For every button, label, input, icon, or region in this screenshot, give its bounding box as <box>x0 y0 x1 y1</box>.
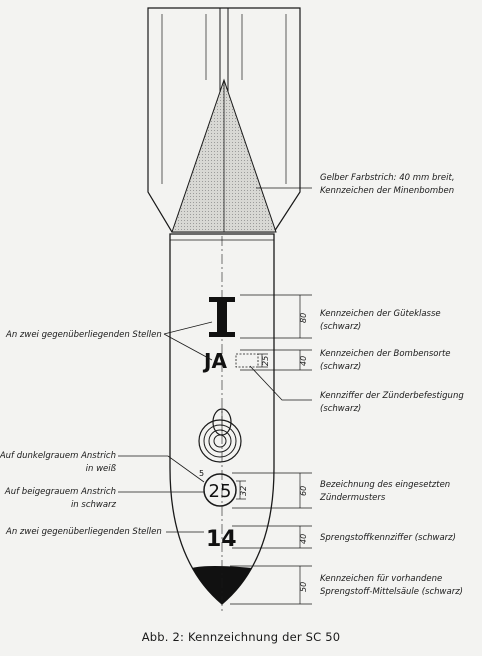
dimension-labels: 80 40 25 60 32 40 50 <box>239 313 308 592</box>
yellow-stripe-marking <box>171 78 277 233</box>
fuze-fixing-box <box>235 353 259 368</box>
fuze-model-number: 25 <box>209 481 232 502</box>
dim-25: 25 <box>261 356 270 366</box>
label-quality-line2: (schwarz) <box>320 322 362 332</box>
label-column-line2: Sprengstoff-Mittelsäule (schwarz) <box>320 587 463 597</box>
dim-40-upper: 40 <box>299 356 308 366</box>
label-beige-line2: in schwarz <box>70 500 116 510</box>
label-fuzemodel-line2: Zündermusters <box>320 493 386 503</box>
label-fuzefix-line2: (schwarz) <box>320 404 362 414</box>
dim-60: 60 <box>299 486 308 496</box>
label-fuzemodel-line1: Bezeichnung des eingesetzten <box>320 480 451 490</box>
label-opposite-upper: An zwei gegenüberliegenden Stellen <box>6 330 162 340</box>
label-bombtype-line1: Kennzeichen der Bombensorte <box>320 349 451 359</box>
label-explosive: Sprengstoffkennziffer (schwarz) <box>320 533 456 543</box>
label-yellow-stripe-line2: Kennzeichen der Minenbomben <box>320 186 455 196</box>
quality-class-symbol <box>209 297 235 337</box>
fuze-model-circle <box>203 473 237 507</box>
dimension-lines <box>230 294 312 605</box>
label-darkgrey-line1: Auf dunkelgrauem Anstrich <box>0 451 116 461</box>
dim-80: 80 <box>299 313 308 323</box>
leader-lines <box>118 187 312 533</box>
label-fuzefix-line1: Kennziffer der Zünderbefestigung <box>320 391 464 401</box>
figure-caption: Abb. 2: Kennzeichnung der SC 50 <box>141 630 341 644</box>
dim-40-lower: 40 <box>299 534 308 544</box>
label-yellow-stripe-line1: Gelber Farbstrich: 40 mm breit, <box>320 173 455 183</box>
dim-50: 50 <box>299 582 308 592</box>
label-quality-line1: Kennzeichen der Güteklasse <box>320 309 441 319</box>
explosive-code-marking: 14 <box>206 527 237 552</box>
fuze-pocket <box>198 419 242 463</box>
label-opposite-lower: An zwei gegenüberliegenden Stellen <box>6 527 162 537</box>
label-darkgrey-line2: in weiß <box>85 464 116 474</box>
fuze-small-number: 5 <box>199 469 204 478</box>
label-column-line1: Kennzeichen für vorhandene <box>320 574 443 584</box>
dim-32: 32 <box>239 486 248 496</box>
label-beige-line1: Auf beigegrauem Anstrich <box>4 487 116 497</box>
label-bombtype-line2: (schwarz) <box>320 362 362 372</box>
bomb-type-marking: JA <box>202 349 227 373</box>
